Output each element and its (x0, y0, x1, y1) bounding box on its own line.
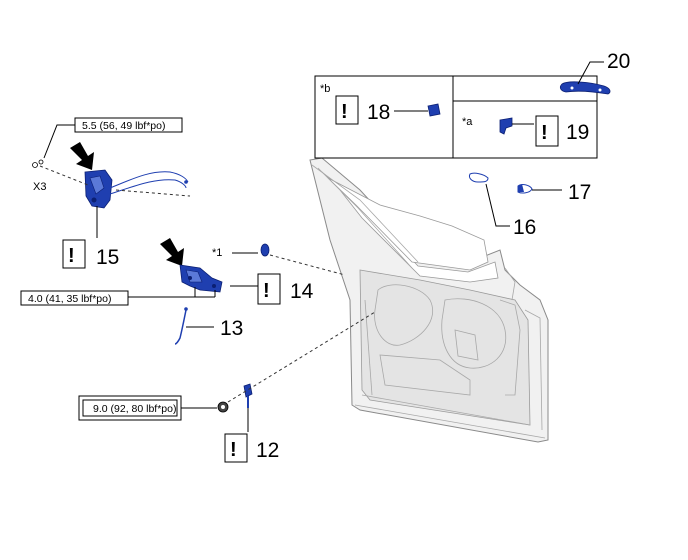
part-number-17: 17 (568, 181, 591, 204)
caution-icon: ! (263, 280, 270, 302)
caution-box-12 (224, 433, 248, 463)
part-number-18: 18 (367, 101, 390, 124)
part-number-15: 15 (96, 246, 119, 269)
caution-box-19 (535, 115, 559, 147)
bolt-part-12 (243, 383, 253, 408)
lock-bracket-part-14 (160, 238, 223, 293)
cap-part-18 (427, 103, 441, 117)
note-star-a: *a (462, 116, 473, 128)
front-door-panel (309, 157, 549, 443)
part-number-14: 14 (290, 280, 314, 303)
x3-label: X3 (33, 181, 46, 193)
screw-icon (32, 162, 38, 168)
part-number-20: 20 (607, 50, 630, 73)
cap-part-17 (517, 184, 533, 194)
caution-icon: ! (541, 122, 548, 144)
clip-part-19 (499, 117, 513, 135)
handle-frame-part-16 (469, 172, 489, 183)
part-number-16: 16 (513, 216, 536, 239)
arrow-pointer-icon (70, 142, 94, 170)
note-star-1: *1 (212, 247, 222, 259)
outside-handle-part-20 (559, 81, 611, 95)
door-lock-assembly-part-15 (32, 142, 191, 209)
caution-icon: ! (341, 101, 348, 123)
part-number-19: 19 (566, 121, 589, 144)
caution-box-18 (335, 95, 359, 125)
caution-box-15 (62, 239, 86, 269)
arrow-pointer-icon (160, 238, 184, 266)
part-number-13: 13 (220, 317, 243, 340)
torque-label-14: 4.0 (41, 35 lbf*po) (28, 293, 111, 305)
caution-icon: ! (230, 439, 237, 461)
caution-icon: ! (68, 245, 75, 267)
caution-box-14 (257, 273, 281, 305)
note-star-b: *b (320, 83, 330, 95)
part-number-12: 12 (256, 439, 279, 462)
torque-label-12: 9.0 (92, 80 lbf*po) (93, 403, 176, 415)
torque-label-15: 5.5 (56, 49 lbf*po) (82, 120, 165, 132)
detail-box-18-19 (314, 75, 598, 159)
nut-part (217, 401, 229, 413)
grommet-part (260, 243, 270, 257)
lock-rod-part-13 (174, 307, 188, 345)
